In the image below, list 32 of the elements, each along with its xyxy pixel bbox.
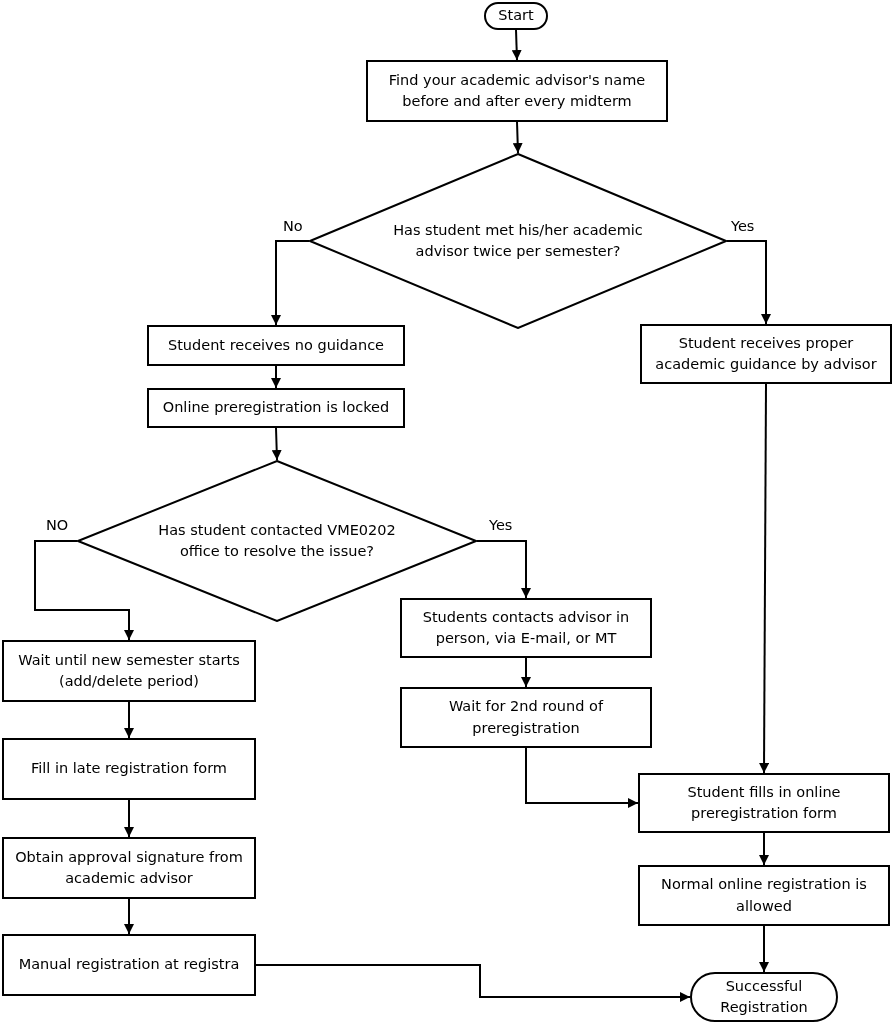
arrow: [512, 121, 523, 154]
arrow: [525, 747, 639, 808]
process-box: Fill in late registration form: [2, 738, 256, 800]
arrow: [476, 540, 531, 599]
arrow: [271, 365, 281, 389]
arrow: [124, 799, 134, 838]
process-box: Students contacts advisor in person, via E-mail, or MT: [400, 598, 652, 658]
process-box: Wait for 2nd round of preregistration: [400, 687, 652, 748]
decision-diamond: [309, 153, 727, 329]
arrow: [255, 964, 691, 1002]
process-box: Find your academic advisor's name before and after every midterm: [366, 60, 668, 122]
process-box: Manual registration at registra: [2, 934, 256, 996]
process-box: Student receives proper academic guidance by advisor: [640, 324, 892, 384]
arrow: [759, 832, 769, 866]
arrow: [511, 29, 522, 61]
arrow: [34, 540, 134, 641]
arrow: [271, 427, 282, 461]
process-box: Wait until new semester starts (add/delete period): [2, 640, 256, 702]
arrow: [759, 925, 769, 973]
process-box: Online preregistration is locked: [147, 388, 405, 428]
arrow: [124, 701, 134, 739]
decision-text: Has student contacted VME0202 office to resolve the issue?: [157, 521, 397, 561]
decision-text: Has student met his/her academic advisor twice per semester?: [392, 221, 644, 261]
process-box: Obtain approval signature from academic advisor: [2, 837, 256, 899]
arrow: [726, 240, 771, 325]
arrow: [271, 240, 310, 326]
arrow: [521, 657, 531, 688]
process-box: Student fills in online preregistration form: [638, 773, 890, 833]
process-box: Student receives no guidance: [147, 325, 405, 366]
arrow: [124, 898, 134, 935]
arrow: [759, 383, 770, 774]
process-box: Normal online registration is allowed: [638, 865, 890, 926]
